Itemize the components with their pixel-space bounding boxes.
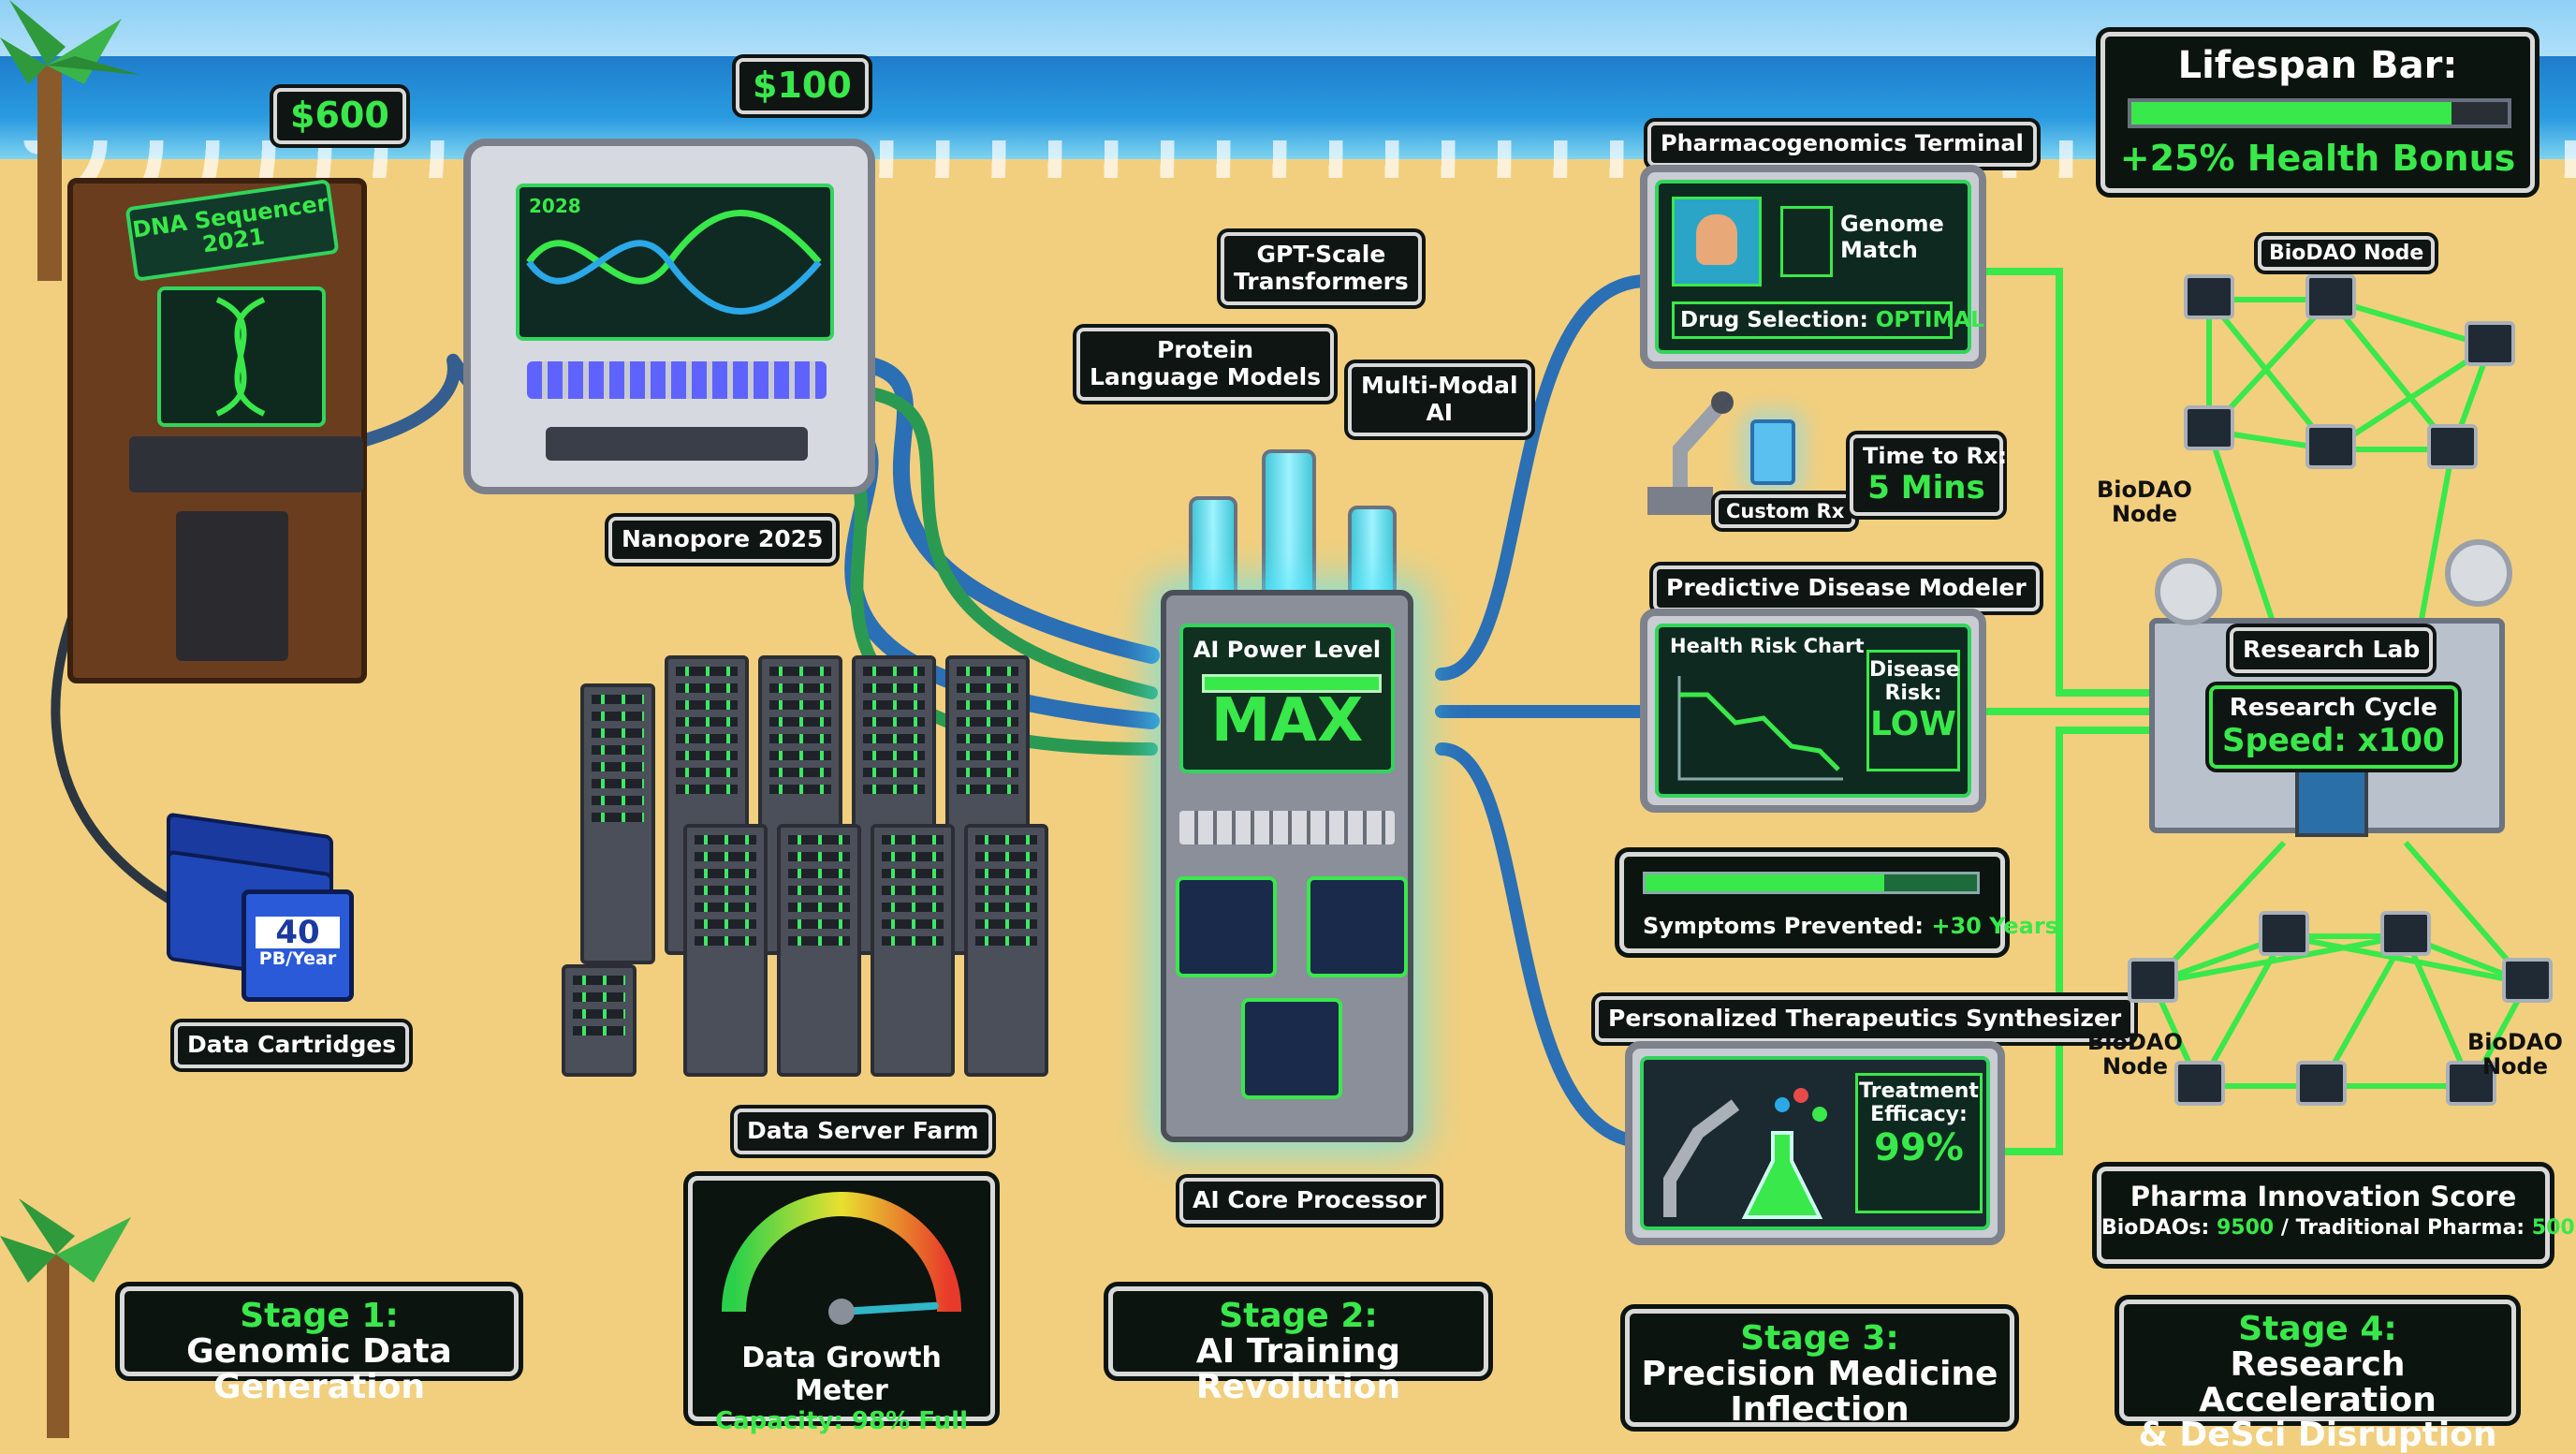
server-farm[interactable] — [562, 599, 1086, 1086]
coolant-tube-icon — [1189, 496, 1237, 607]
health-risk-chart-title: Health Risk Chart — [1670, 635, 1865, 657]
health-risk-chart — [1677, 676, 1843, 781]
dna-helix-icon — [215, 297, 266, 417]
nanopore-sequencer[interactable]: 2028 — [463, 139, 875, 494]
treatment-efficacy-box: Treatment Efficacy: 99% — [1855, 1073, 1983, 1213]
dna-wave-icon — [526, 210, 822, 315]
arcade-marquee: DNA Sequencer 2021 — [124, 179, 340, 282]
patient-avatar — [1672, 197, 1762, 286]
ai-power-display: AI Power Level MAX — [1179, 624, 1395, 773]
genome-match-icon — [1780, 206, 1833, 277]
stage3-banner: Stage 3: Precision Medicine Inflection — [1625, 1309, 2014, 1427]
custom-rx-label: Custom Rx — [1715, 494, 1856, 529]
pharma-score-values: BioDAOs: 9500 / Traditional Pharma: 500 — [2101, 1216, 2575, 1240]
arcade-cabinet[interactable]: DNA Sequencer 2021 — [67, 178, 367, 683]
lifespan-bar-fill — [2131, 102, 2452, 125]
lifespan-bar-track — [2128, 98, 2511, 128]
pharmacogenomics-title: Pharmacogenomics Terminal — [1647, 122, 2037, 167]
synthesizer-title: Personalized Therapeutics Synthesizer — [1595, 996, 2135, 1042]
research-lab-label: Research Lab — [2230, 627, 2434, 673]
data-cartridges-label: Data Cartridges — [174, 1022, 410, 1068]
palm-tree-icon — [0, 0, 140, 281]
cartridge-unit: PB/Year — [258, 948, 337, 969]
disease-modeler-monitor[interactable]: Health Risk Chart Disease Risk: LOW — [1640, 609, 1986, 813]
rx-bottle-icon — [1750, 419, 1795, 485]
stage2-banner: Stage 2: AI Training Revolution — [1108, 1286, 1488, 1404]
biodao-node-top-label: BioDAO Node — [2258, 236, 2436, 272]
arcade-coin-slot[interactable] — [176, 511, 288, 661]
ai-power-value: MAX — [1210, 686, 1364, 756]
stage4-banner: Stage 4: Research Acceleration & DeSci D… — [2119, 1300, 2516, 1453]
arcade-control-panel[interactable] — [129, 436, 363, 492]
lifespan-bonus: +25% Health Bonus — [2119, 138, 2516, 179]
time-to-rx-panel: Time to Rx: 5 Mins — [1850, 434, 2007, 516]
neural-chip-icon — [1307, 876, 1408, 977]
nanopore-price-tag: $100 — [736, 58, 869, 114]
disease-risk-box: Disease Risk: LOW — [1866, 650, 1960, 771]
data-cartridges-stack[interactable]: 40 PB/Year — [167, 812, 354, 1002]
satellite-dish-icon — [2155, 558, 2222, 625]
drug-selection-row: Drug Selection: OPTIMAL — [1672, 301, 1984, 339]
disease-modeler-title: Predictive Disease Modeler — [1653, 565, 2040, 611]
pharma-score-title: Pharma Innovation Score — [2130, 1181, 2517, 1212]
research-cycle-panel: Research Cycle Speed: x100 — [2209, 685, 2458, 769]
disease-modeler-screen: Health Risk Chart Disease Risk: LOW — [1655, 624, 1971, 798]
stage1-banner: Stage 1: Genomic Data Generation — [120, 1286, 519, 1404]
coolant-tube-icon — [1262, 449, 1316, 607]
neural-chip-icon — [1241, 998, 1342, 1099]
server-farm-label: Data Server Farm — [734, 1109, 992, 1154]
growth-meter-panel: Data Growth Meter Capacity: 98% Full — [688, 1176, 995, 1435]
ai-core-label: AI Core Processor — [1179, 1178, 1440, 1224]
nanopore-label: Nanopore 2025 — [608, 517, 837, 563]
nanopore-screen: 2028 — [516, 184, 834, 341]
ai-core-processor[interactable]: AI Power Level MAX — [1105, 449, 1460, 1161]
nanopore-year: 2028 — [529, 195, 581, 217]
growth-meter-title: Data Growth Meter — [741, 1342, 942, 1407]
lifespan-panel: Lifespan Bar: +25% Health Bonus — [2100, 32, 2535, 193]
growth-meter-capacity: Capacity: 98% Full — [714, 1407, 969, 1435]
lab-robot-flask-icon — [1663, 1088, 1827, 1219]
symptoms-bar — [1643, 872, 1980, 894]
satellite-dish-icon — [2445, 539, 2512, 607]
synthesizer-monitor[interactable]: Treatment Efficacy: 99% — [1625, 1041, 2005, 1245]
symptoms-prevented-panel: Symptoms Prevented: +30 Years — [1619, 852, 2058, 953]
arcade-screen — [157, 286, 326, 427]
robot-arm-icon — [1647, 391, 1734, 515]
arcade-price-tag: $600 — [273, 88, 406, 144]
ai-power-bar — [1202, 674, 1382, 693]
pharma-score-panel: Pharma Innovation Score BioDAOs: 9500 / … — [2097, 1167, 2575, 1264]
nanopore-keyboard[interactable] — [527, 361, 827, 399]
nanopore-slot[interactable] — [546, 427, 808, 461]
symptoms-text: Symptoms Prevented: +30 Years — [1643, 913, 2058, 939]
lab-door[interactable] — [2295, 764, 2368, 837]
synthesizer-screen: Treatment Efficacy: 99% — [1640, 1056, 1990, 1230]
cartridge-value: 40 — [256, 917, 340, 948]
biodao-network — [2128, 274, 2553, 1106]
ai-power-title: AI Power Level — [1193, 637, 1382, 663]
neural-chip-icon — [1176, 876, 1277, 977]
cartridge-front: 40 PB/Year — [242, 889, 354, 1002]
lifespan-title: Lifespan Bar: — [2177, 44, 2458, 87]
palm-tree-icon — [0, 1198, 131, 1438]
growth-gauge-icon — [722, 1192, 961, 1325]
gauge-needle — [838, 1301, 939, 1315]
ai-core-keyboard[interactable] — [1179, 811, 1395, 844]
